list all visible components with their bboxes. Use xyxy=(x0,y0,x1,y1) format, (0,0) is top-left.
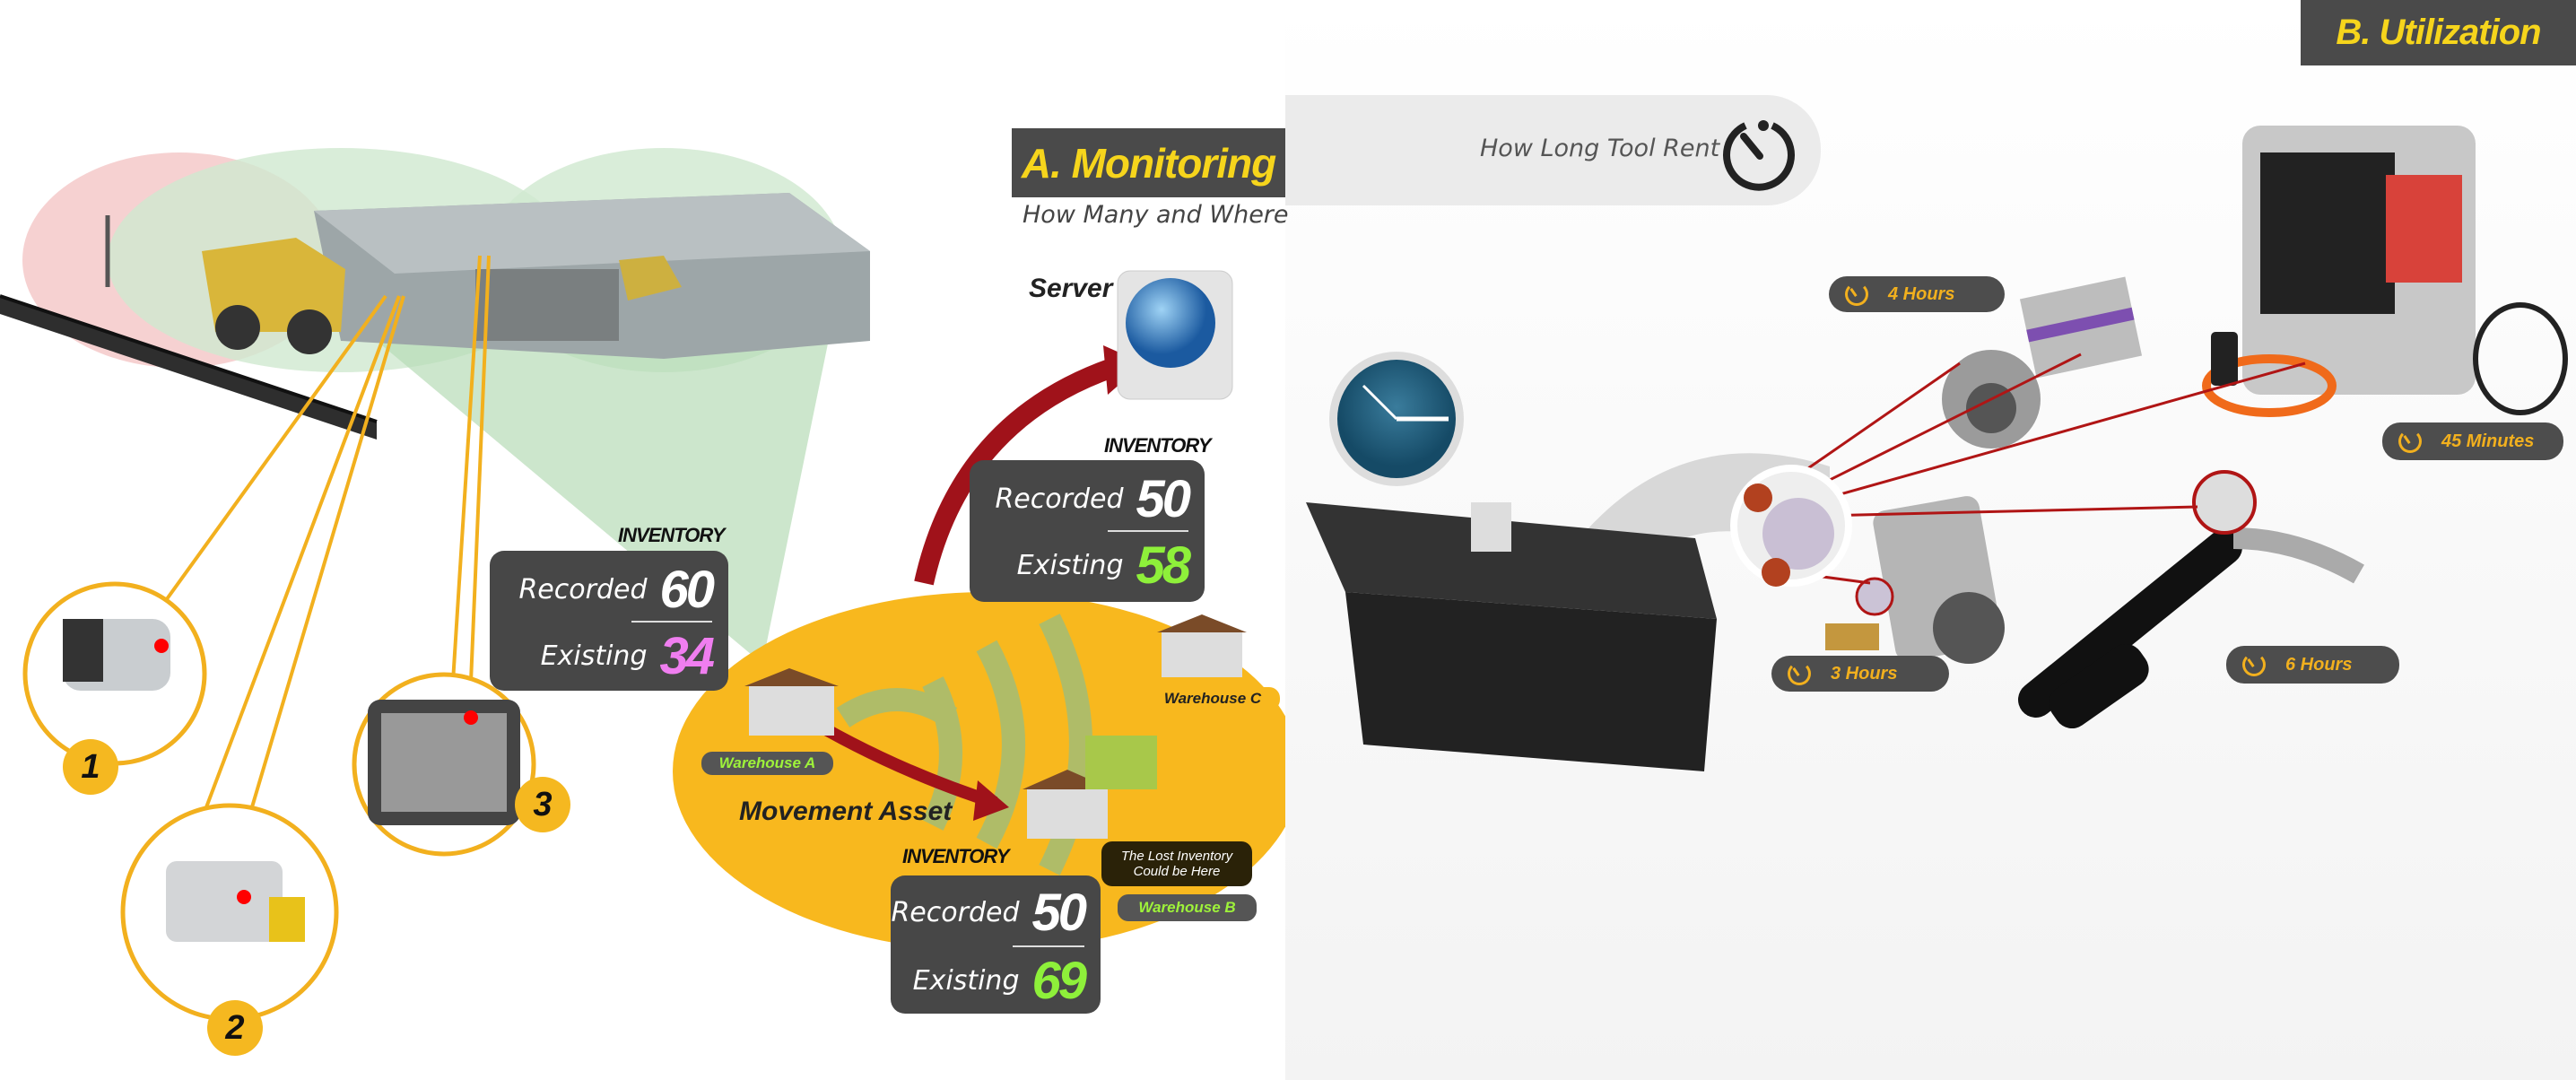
recorded-value: 50 xyxy=(1031,884,1086,942)
utilization-title: B. Utilization xyxy=(2301,0,2576,65)
tool-badge-2: 2 xyxy=(207,1000,263,1056)
tool-badge-3: 3 xyxy=(515,777,570,832)
stopwatch-icon xyxy=(1723,120,1795,191)
duration-pill-3-hours: 3 Hours xyxy=(1771,656,1949,692)
warehouse-c-label: Warehouse C xyxy=(1145,687,1280,710)
inventory-heading: INVENTORY xyxy=(618,524,726,546)
warehouse-a-label: Warehouse A xyxy=(701,752,833,775)
recorded-value: 50 xyxy=(1136,470,1190,528)
existing-value: 34 xyxy=(659,627,714,685)
divider xyxy=(1108,530,1188,532)
tool-circle-2 xyxy=(120,803,339,1022)
stopwatch-icon xyxy=(1788,662,1811,685)
utilization-banner: How Long Tool Rent xyxy=(1285,95,1821,205)
inventory-card-warehouse-b: Recorded 50 Existing 69 xyxy=(891,875,1101,1014)
recorded-value: 60 xyxy=(659,561,714,619)
warehouse-icon xyxy=(1023,736,1157,839)
duration-pill-45-minutes: 45 Minutes xyxy=(2382,422,2563,460)
link-lines xyxy=(151,255,491,826)
fence xyxy=(0,296,377,440)
tool-badge-1: 1 xyxy=(63,739,118,795)
dump-truck xyxy=(619,256,682,300)
monitoring-subtitle: How Many and Where xyxy=(1023,201,1289,229)
recorded-label: Recorded xyxy=(891,897,1020,928)
square-drive-wrench xyxy=(1825,496,2005,664)
existing-value: 58 xyxy=(1136,536,1190,595)
inventory-heading: INVENTORY xyxy=(1104,434,1212,457)
stopwatch-icon xyxy=(1845,283,1868,306)
duration-label: 45 Minutes xyxy=(2441,431,2535,451)
inventory-card-warehouse-a: Recorded 60 Existing 34 xyxy=(490,551,728,691)
existing-label: Existing xyxy=(540,640,648,672)
recorded-label: Recorded xyxy=(518,574,648,605)
divider xyxy=(631,621,712,623)
warehouse-icon xyxy=(1157,614,1247,677)
movement-asset-label: Movement Asset xyxy=(739,797,953,826)
tool-case xyxy=(1306,502,1717,771)
recorded-label: Recorded xyxy=(995,483,1124,515)
tool-circle-1 xyxy=(22,581,207,766)
server-upload-arrow xyxy=(914,358,1116,586)
existing-value: 69 xyxy=(1031,952,1086,1010)
inventory-heading: INVENTORY xyxy=(902,845,1010,867)
inventory-card-warehouse-c: Recorded 50 Existing 58 xyxy=(970,460,1205,602)
hydraulic-pump xyxy=(2202,126,2568,417)
stopwatch-icon xyxy=(2242,653,2266,676)
server-icon xyxy=(1117,270,1233,400)
duration-label: 6 Hours xyxy=(2285,654,2353,675)
server-label: Server xyxy=(1029,274,1113,303)
banner-text: How Long Tool Rent xyxy=(1480,135,1720,162)
duration-pill-6-hours: 6 Hours xyxy=(2226,646,2399,684)
existing-label: Existing xyxy=(912,965,1020,997)
duration-label: 4 Hours xyxy=(1888,283,1955,304)
divider xyxy=(1013,945,1084,947)
clock-icon xyxy=(1329,352,1464,486)
impact-gun xyxy=(2018,470,2364,729)
warehouse-b-label: Warehouse B xyxy=(1118,894,1257,921)
existing-label: Existing xyxy=(1016,550,1124,581)
monitoring-title: A. Monitoring xyxy=(1012,128,1285,197)
duration-label: 3 Hours xyxy=(1831,663,1898,684)
lost-inventory-note: The Lost Inventory Could be Here xyxy=(1101,841,1252,886)
duration-pill-4-hours: 4 Hours xyxy=(1829,276,2005,312)
tool-circle-3 xyxy=(352,672,536,857)
stopwatch-icon xyxy=(2398,430,2422,453)
warehouse-icon xyxy=(744,668,839,736)
lens-magnifier xyxy=(1730,465,1852,587)
